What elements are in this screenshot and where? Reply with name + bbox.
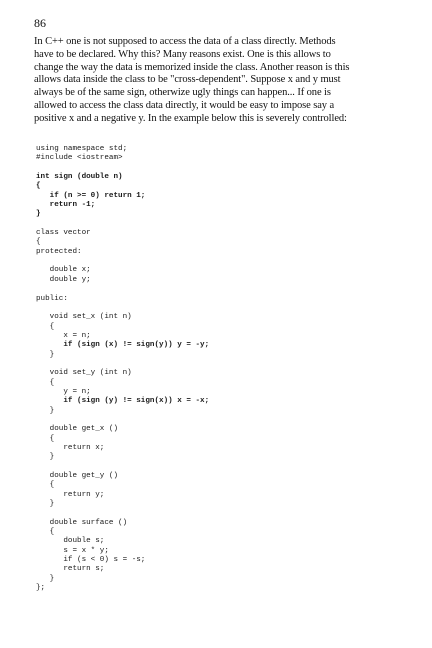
- code-line: }: [36, 406, 55, 415]
- code-listing: using namespace std;#include <iostream> i…: [36, 145, 416, 594]
- code-line: x = n;: [36, 331, 91, 340]
- intro-line: change the way the data is memorized ins…: [34, 61, 350, 73]
- code-line: [36, 509, 416, 518]
- code-line: [36, 164, 416, 173]
- code-line: protected:: [36, 247, 82, 256]
- code-line: [36, 285, 416, 294]
- code-line: [36, 416, 416, 425]
- code-line: int sign (double n): [36, 173, 123, 182]
- code-line: if (n >= 0) return 1;: [36, 191, 146, 200]
- intro-line: allows data inside the class to be "cros…: [34, 74, 341, 86]
- code-line: return s;: [36, 565, 105, 574]
- code-line: }: [36, 500, 55, 509]
- code-line: s = x * y;: [36, 546, 109, 555]
- code-line: return -1;: [36, 201, 96, 210]
- code-line: [36, 220, 416, 229]
- code-line: void set_x (int n): [36, 313, 132, 322]
- code-line: #include <iostream>: [36, 154, 123, 163]
- code-line: [36, 463, 416, 472]
- code-line: double get_y (): [36, 472, 119, 481]
- code-line: {: [36, 182, 41, 191]
- code-line: double surface (): [36, 518, 128, 527]
- code-line: if (sign (x) != sign(y)) y = -y;: [36, 341, 210, 350]
- intro-line: always be of the same sign, otherwize ug…: [34, 87, 331, 99]
- code-line: {: [36, 378, 55, 387]
- code-line: [36, 257, 416, 266]
- code-line: {: [36, 481, 55, 490]
- code-line: }: [36, 350, 55, 359]
- code-line: {: [36, 434, 55, 443]
- code-line: void set_y (int n): [36, 369, 132, 378]
- intro-line: positive x and a negative y. In the exam…: [34, 112, 347, 124]
- code-line: class vector: [36, 229, 91, 238]
- intro-line: allowed to access the class data directl…: [34, 99, 335, 111]
- code-line: if (s < 0) s = -s;: [36, 556, 146, 565]
- code-line: double get_x (): [36, 425, 119, 434]
- code-line: [36, 360, 416, 369]
- code-line: double y;: [36, 275, 91, 284]
- code-line: double x;: [36, 266, 91, 275]
- intro-line: In C++ one is not supposed to access the…: [34, 36, 336, 47]
- code-line: }: [36, 453, 55, 462]
- code-line: return x;: [36, 444, 105, 452]
- code-line: };: [36, 584, 46, 593]
- code-line: {: [36, 528, 55, 537]
- code-line: if (sign (y) != sign(x)) x = -x;: [36, 397, 210, 406]
- code-line: [36, 304, 416, 313]
- code-line: double s;: [36, 537, 105, 546]
- code-line: {: [36, 238, 41, 247]
- code-line: }: [36, 210, 41, 219]
- intro-paragraph: In C++ one is not supposed to access the…: [34, 36, 398, 126]
- code-line: y = n;: [36, 387, 91, 396]
- code-line: public:: [36, 294, 68, 303]
- page-number: 86: [34, 16, 46, 30]
- code-line: }: [36, 574, 55, 583]
- code-line: {: [36, 322, 55, 331]
- intro-line: have to be declared. Why this? Many reas…: [34, 48, 331, 60]
- code-line: using namespace std;: [36, 145, 128, 153]
- code-line: return y;: [36, 490, 105, 499]
